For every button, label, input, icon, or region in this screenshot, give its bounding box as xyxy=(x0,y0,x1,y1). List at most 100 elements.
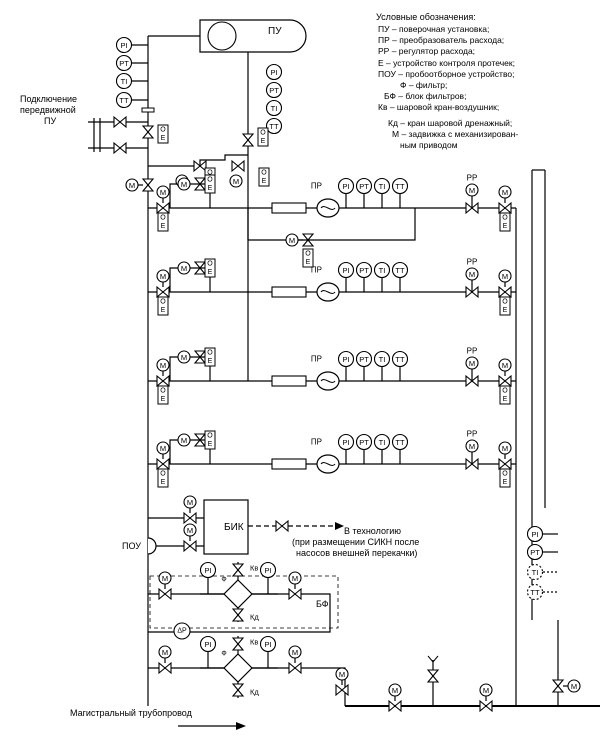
motor-label: М xyxy=(162,648,168,657)
pipe-line xyxy=(248,208,416,241)
flow-straightener-icon xyxy=(271,458,307,470)
valve-body xyxy=(193,159,207,173)
leak-detector-label: E xyxy=(208,185,213,192)
filter-icon xyxy=(223,653,253,683)
bik-block-icon xyxy=(203,499,249,555)
pt-instrument-icon xyxy=(355,261,373,279)
pt-instrument-label: PT xyxy=(119,59,129,68)
pr-label: ПР xyxy=(311,355,322,364)
valve-icon xyxy=(465,374,479,388)
filter-icon xyxy=(223,579,253,609)
tt-instrument-icon xyxy=(265,117,283,135)
ti-instrument-label: TI xyxy=(379,182,386,191)
leak-detector-label: O xyxy=(305,250,311,257)
valve-body xyxy=(275,519,289,533)
valve-body xyxy=(388,699,402,713)
kv-label: Кв xyxy=(250,638,258,647)
ti-instrument-icon xyxy=(265,99,283,117)
valve-body xyxy=(156,201,170,215)
flowmeter-wave xyxy=(320,379,336,383)
valve-icon xyxy=(156,457,170,471)
motor-label: М xyxy=(339,670,345,679)
valve-body xyxy=(465,457,479,471)
pi-instrument-icon xyxy=(199,635,217,653)
valve-icon xyxy=(241,133,255,147)
flow-straightener-icon xyxy=(271,375,307,387)
motor-actuator-icon xyxy=(158,645,172,659)
valve-body xyxy=(498,457,512,471)
valve-body xyxy=(465,285,479,299)
valve-body xyxy=(551,679,565,693)
to-tech-note-1: (при размещении СИКН после xyxy=(292,537,420,547)
motor-actuator-icon xyxy=(285,233,299,247)
motor-label: М xyxy=(233,177,239,186)
valve-icon xyxy=(426,669,440,683)
pi-instrument-label: PI xyxy=(204,640,211,649)
pi-instrument-label: PI xyxy=(120,41,127,50)
valve-icon xyxy=(498,201,512,215)
valve-icon xyxy=(465,457,479,471)
leak-detector-label: O xyxy=(502,470,508,477)
valve-icon xyxy=(231,159,245,173)
valve-icon xyxy=(141,178,155,192)
pi-instrument-icon xyxy=(259,561,277,579)
valve-body xyxy=(465,374,479,388)
valve-body xyxy=(288,661,302,675)
pipe-line xyxy=(169,356,211,381)
valve-body xyxy=(426,669,440,683)
valve-body xyxy=(498,374,512,388)
valve-icon xyxy=(158,587,172,601)
valve-body xyxy=(141,125,155,139)
ti-instrument-icon xyxy=(373,261,391,279)
motor-actuator-icon xyxy=(498,441,512,455)
valve-icon xyxy=(231,608,245,622)
motor-actuator-icon xyxy=(567,679,581,693)
leak-detector-label: E xyxy=(161,479,166,486)
pr-label: ПР xyxy=(311,182,322,191)
valve-icon xyxy=(498,285,512,299)
valve-body xyxy=(301,233,315,247)
bik-label: БИК xyxy=(224,522,244,533)
rr-label: РР xyxy=(467,174,478,183)
leak-detector-label: O xyxy=(160,126,166,133)
motor-actuator-icon xyxy=(125,178,139,192)
pi-instrument-label: PI xyxy=(531,530,538,539)
legend-item: Е – устройство контроля протечек; xyxy=(378,57,515,68)
valve-icon xyxy=(301,233,315,247)
pt-instrument-icon xyxy=(115,54,133,72)
motor-label: М xyxy=(469,186,475,195)
leak-detector-label: E xyxy=(503,307,508,314)
legend-title: Условные обозначения: xyxy=(376,12,476,22)
leak-detector-label: E xyxy=(208,269,213,276)
ti-instrument-label: TI xyxy=(271,104,278,113)
kv-label: Кв xyxy=(250,564,258,573)
legend-item: ПОУ – пробоотборное устройство; xyxy=(378,68,515,79)
arrow-icon xyxy=(335,522,344,530)
regulator-actuator-icon xyxy=(465,267,479,281)
motor-label: М xyxy=(160,444,166,453)
pipe-line xyxy=(148,154,248,167)
leak-detector-icon xyxy=(499,296,511,316)
motor-actuator-icon xyxy=(498,185,512,199)
ti-instrument-icon xyxy=(115,72,133,90)
tt-instrument-label: TT xyxy=(395,266,405,275)
leak-detector-icon xyxy=(157,212,169,232)
dp-label: ΔP xyxy=(177,628,187,635)
motor-label: М xyxy=(181,353,187,362)
tt-instrument-icon xyxy=(526,583,544,601)
tt-instrument-label: TT xyxy=(395,438,405,447)
legend-item: М – задвижка с механизирован- xyxy=(392,128,519,139)
ti-instrument-icon xyxy=(373,177,391,195)
motor-actuator-icon xyxy=(156,185,170,199)
ti-instrument-label: TI xyxy=(121,77,128,86)
motor-actuator-icon xyxy=(183,523,197,537)
leak-detector-icon xyxy=(257,127,269,147)
valve-icon xyxy=(141,125,155,139)
main-pipeline-label: Магистральный трубопровод xyxy=(70,708,192,718)
motor-label: М xyxy=(392,686,398,695)
ti-instrument-label: TI xyxy=(379,355,386,364)
valve-body xyxy=(241,133,255,147)
valve-icon xyxy=(193,261,207,275)
motor-actuator-icon xyxy=(288,571,302,585)
valve-body xyxy=(158,587,172,601)
